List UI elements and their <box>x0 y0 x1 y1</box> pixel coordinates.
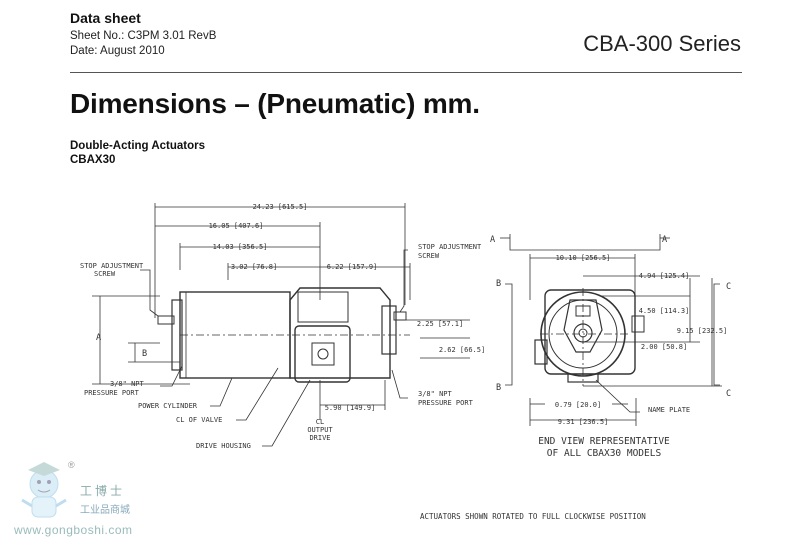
label-power-cylinder: POWER CYLINDER <box>138 402 198 410</box>
model-code: CBAX30 <box>70 154 116 166</box>
series-name: CBA-300 Series <box>583 31 741 56</box>
dim-height-1: 2.25 [57.1] <box>417 320 463 328</box>
header-divider <box>70 72 742 73</box>
mascot-logo-icon <box>21 462 67 518</box>
logo-tagline: 工业品商城 <box>80 505 130 516</box>
label-section-b-bottom: B <box>496 383 501 393</box>
dim-end-base: 9.31 [236.5] <box>558 418 609 426</box>
dim-end-height-1: 4.50 [114.3] <box>639 307 690 315</box>
rotation-footnote: ACTUATORS SHOWN ROTATED TO FULL CLOCKWIS… <box>420 512 646 521</box>
dim-end-height-3: 2.00 [50.8] <box>641 343 687 351</box>
dim-length-4: 3.02 [76.8] <box>231 263 277 271</box>
sheet-number: Sheet No.: C3PM 3.01 RevB <box>70 30 217 42</box>
dim-end-offset: 0.79 [20.0] <box>555 401 601 409</box>
label-npt-left-2: PRESSURE PORT <box>84 389 140 397</box>
label-section-c-bottom: C <box>726 389 731 399</box>
label-section-c-top: C <box>726 282 731 292</box>
dim-height-2: 2.62 [66.5] <box>439 346 485 354</box>
end-view-caption-2: OF ALL CBAX30 MODELS <box>547 448 662 459</box>
label-stop-screw-right-1: STOP ADJUSTMENT <box>418 243 482 251</box>
dim-length-5: 6.22 [157.9] <box>327 263 378 271</box>
label-section-a-right: A <box>662 235 667 245</box>
label-cl-output-1: CL <box>316 418 324 426</box>
label-dim-b: B <box>142 349 147 359</box>
label-drive-housing: DRIVE HOUSING <box>196 442 251 450</box>
dim-end-half-width: 4.94 [125.4] <box>639 272 690 280</box>
label-stop-screw-left-2: SCREW <box>94 270 116 278</box>
dim-length-6: 5.90 [149.9] <box>325 404 376 412</box>
label-cl-output-3: DRIVE <box>309 434 330 442</box>
label-section-b-top: B <box>496 279 501 289</box>
sheet-date: Date: August 2010 <box>70 45 165 57</box>
dim-end-height-2: 9.15 [232.5] <box>677 327 728 335</box>
page-title: Dimensions – (Pneumatic) mm. <box>70 88 480 119</box>
logo-url: www.gongboshi.com <box>14 523 133 537</box>
actuator-type: Double-Acting Actuators <box>70 140 206 152</box>
label-dim-a: A <box>96 333 101 343</box>
label-section-a-left: A <box>490 235 495 245</box>
dim-length-2: 16.05 [407.6] <box>209 222 264 230</box>
label-npt-right-2: PRESSURE PORT <box>418 399 474 407</box>
label-name-plate: NAME PLATE <box>648 406 690 414</box>
label-npt-right-1: 3/8" NPT <box>418 390 453 398</box>
label-stop-screw-left-1: STOP ADJUSTMENT <box>80 262 144 270</box>
logo-registered-mark: ® <box>68 460 75 470</box>
label-cl-output-2: OUTPUT <box>307 426 333 434</box>
label-cl-valve: CL OF VALVE <box>176 416 222 424</box>
label-stop-screw-right-2: SCREW <box>418 252 440 260</box>
logo-name: 工博士 <box>80 484 126 498</box>
datasheet-title: Data sheet <box>70 10 141 26</box>
dim-end-width: 10.10 [256.5] <box>556 254 611 262</box>
dim-overall-length: 24.23 [615.5] <box>253 203 308 211</box>
dim-length-3: 14.03 [356.5] <box>213 243 268 251</box>
label-npt-left-1: 3/8" NPT <box>110 380 145 388</box>
end-view-caption-1: END VIEW REPRESENTATIVE <box>538 436 670 447</box>
